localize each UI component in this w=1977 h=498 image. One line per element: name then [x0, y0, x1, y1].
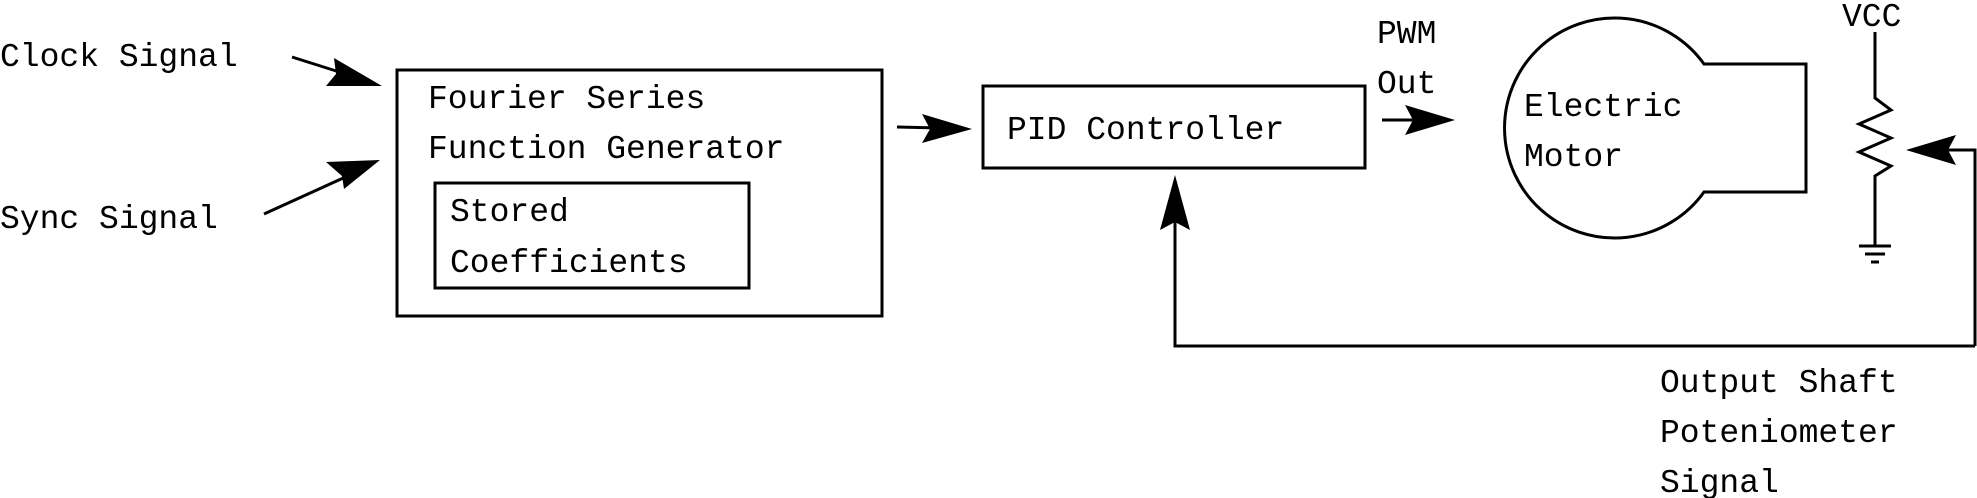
pwm-label-line2: Out — [1377, 66, 1436, 103]
generator-to-pid-arrow — [896, 114, 972, 143]
ground-icon — [1859, 244, 1891, 264]
wiper-arrow — [1906, 135, 1977, 346]
electric-motor: Electric Motor — [1503, 16, 1808, 240]
pid-controller-label: PID Controller — [1007, 112, 1284, 149]
feedback-label-line1: Output Shaft — [1660, 365, 1898, 402]
stored-coefficients-line1: Stored — [450, 194, 569, 231]
feedback-label-line3: Signal — [1660, 465, 1779, 498]
feedback-label-line2: Poteniometer — [1660, 415, 1898, 452]
function-generator-line1: Fourier Series — [428, 81, 705, 118]
motor-label-line1: Electric — [1524, 89, 1682, 126]
potentiometer-icon — [1855, 32, 1895, 246]
function-generator-block: Fourier Series Function Generator — [395, 68, 884, 318]
stored-coefficients-block: Stored Coefficients — [433, 181, 751, 290]
stored-coefficients-line2: Coefficients — [450, 245, 688, 282]
pwm-label-line1: PWM — [1377, 16, 1436, 53]
sync-signal-arrow — [263, 160, 380, 216]
function-generator-line2: Function Generator — [428, 131, 784, 168]
pid-controller-block: PID Controller — [981, 84, 1367, 170]
clock-signal-arrow — [291, 55, 382, 86]
feedback-arrow — [1160, 175, 1975, 348]
motor-label-line2: Motor — [1524, 139, 1623, 176]
sync-signal-label: Sync Signal — [0, 201, 218, 238]
vcc-label: VCC — [1842, 0, 1901, 36]
pwm-to-motor-arrow — [1382, 105, 1455, 135]
clock-signal-label: Clock Signal — [0, 39, 238, 76]
